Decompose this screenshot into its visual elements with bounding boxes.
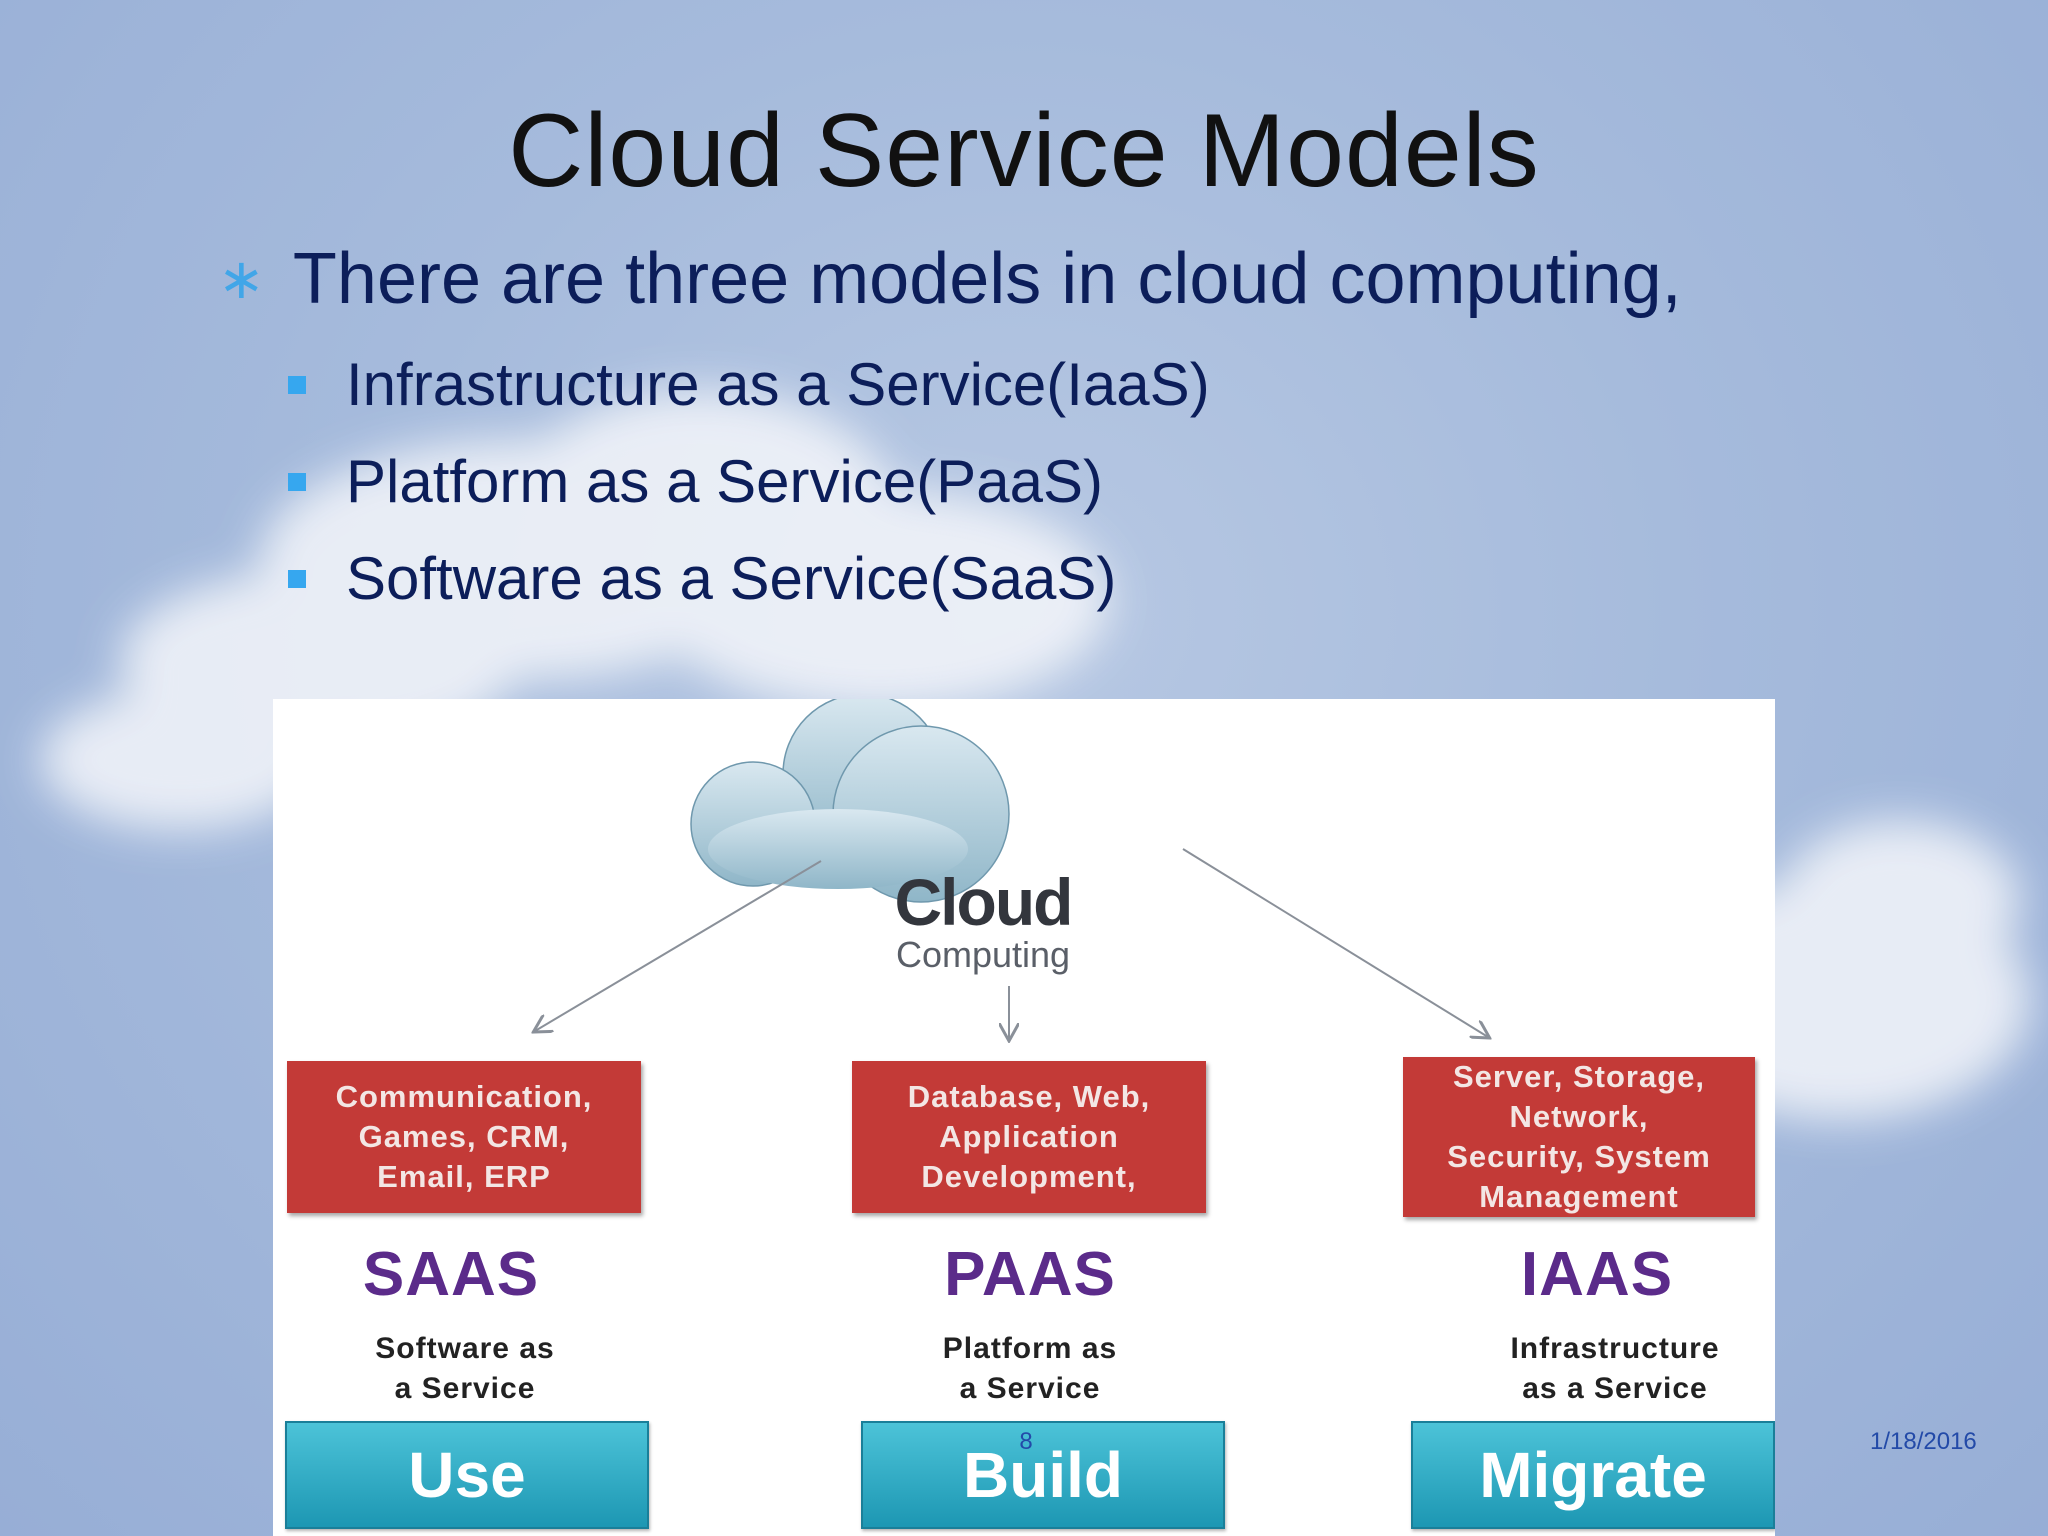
sub-bullet-text: Infrastructure as a Service(IaaS): [346, 351, 1210, 418]
cloud-models-diagram: Cloud Computing Communication, Games, CR…: [273, 699, 1775, 1536]
square-bullet-icon: [288, 569, 306, 588]
sub-bullet-saas: Software as a Service(SaaS): [288, 544, 1116, 613]
sub-bullet-paas: Platform as a Service(PaaS): [288, 447, 1103, 516]
use-button: Use: [285, 1421, 649, 1529]
square-bullet-icon: [288, 375, 306, 394]
slide-date: 1/18/2016: [1870, 1428, 1977, 1455]
iaas-description: Infrastructure as a Service: [1510, 1332, 1720, 1405]
sub-bullet-iaas: Infrastructure as a Service(IaaS): [288, 350, 1210, 419]
asterisk-bullet-icon: ∗: [218, 247, 265, 310]
cloud-icon: [690, 699, 1010, 903]
computing-label: Computing: [895, 934, 1071, 975]
cloud-label: Cloud: [894, 865, 1074, 939]
iaas-model-label: IAAS: [1520, 1240, 1674, 1309]
arrow-to-iaas: [1182, 848, 1488, 1037]
iaas-features-box: Server, Storage, Network, Security, Syst…: [1403, 1057, 1755, 1217]
square-bullet-icon: [288, 472, 306, 491]
sub-bullet-text: Software as a Service(SaaS): [346, 545, 1117, 612]
paas-model-label: PAAS: [944, 1240, 1116, 1309]
build-button: Build: [861, 1421, 1225, 1529]
paas-features-box: Database, Web, Application Development,: [852, 1061, 1206, 1213]
arrow-to-saas: [535, 860, 822, 1031]
paas-description: Platform as a Service: [942, 1332, 1118, 1405]
main-bullet-text: There are three models in cloud computin…: [292, 239, 1682, 319]
sub-bullet-text: Platform as a Service(PaaS): [346, 448, 1103, 515]
page-number: 8: [1019, 1428, 1033, 1455]
diagram-graphics: [273, 699, 1775, 1536]
migrate-button: Migrate: [1411, 1421, 1775, 1529]
main-bullet: ∗ There are three models in cloud comput…: [218, 238, 1682, 320]
saas-model-label: SAAS: [362, 1240, 540, 1309]
saas-description: Software as a Service: [375, 1332, 555, 1405]
slide-title: Cloud Service Models: [508, 93, 1540, 209]
saas-features-box: Communication, Games, CRM, Email, ERP: [287, 1061, 641, 1213]
